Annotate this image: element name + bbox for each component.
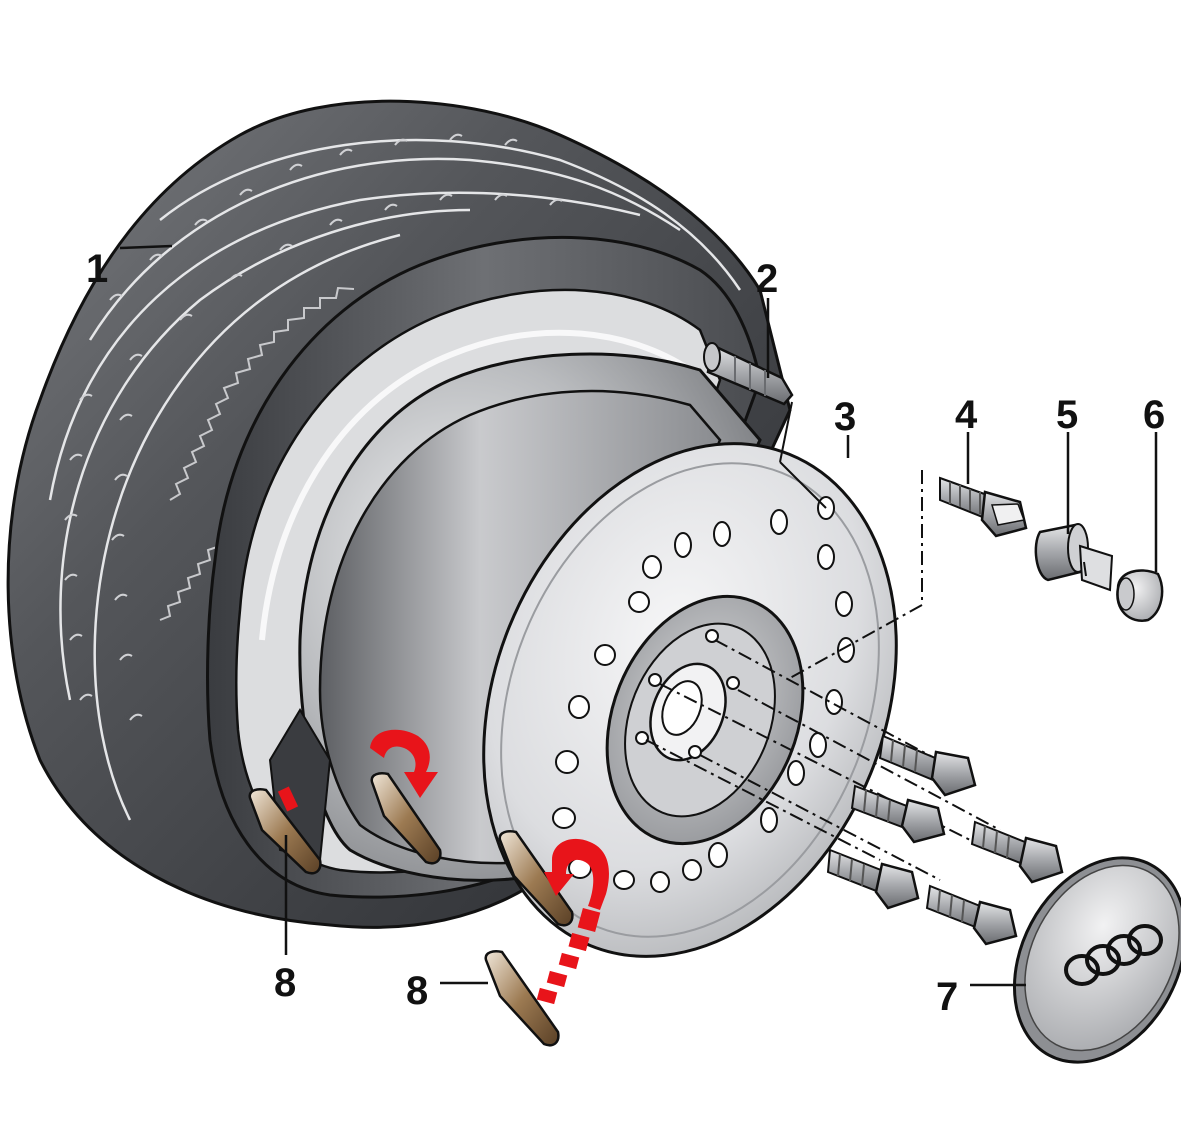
anti-theft-bolt [1034,523,1114,592]
callout-3: 3 [834,395,856,439]
four-rings-logo-icon [1064,924,1163,986]
callout-8-bottom: 8 [406,969,428,1013]
rim-vent-holes [552,496,855,893]
balance-weights [248,772,574,1047]
callout-5: 5 [1056,393,1078,437]
wheel-bolt-exploded [939,476,1028,538]
lug-holes [635,629,740,759]
callout-labels: 1 2 3 4 5 6 7 8 8 [86,247,1165,1019]
callout-2: 2 [756,257,778,301]
callout-6: 6 [1143,393,1165,437]
callout-4: 4 [955,393,978,437]
curved-arrow-icon [370,729,609,910]
wheel-bolts-installed [826,734,1064,946]
red-guide-dashes [277,786,601,1005]
hub-cap [1012,856,1181,1064]
callout-7: 7 [936,975,958,1019]
bolt-cap [1116,569,1164,622]
callout-leaders [119,244,1158,987]
callout-1: 1 [86,247,108,291]
callout-8-left: 8 [274,961,296,1005]
valve [703,342,827,509]
